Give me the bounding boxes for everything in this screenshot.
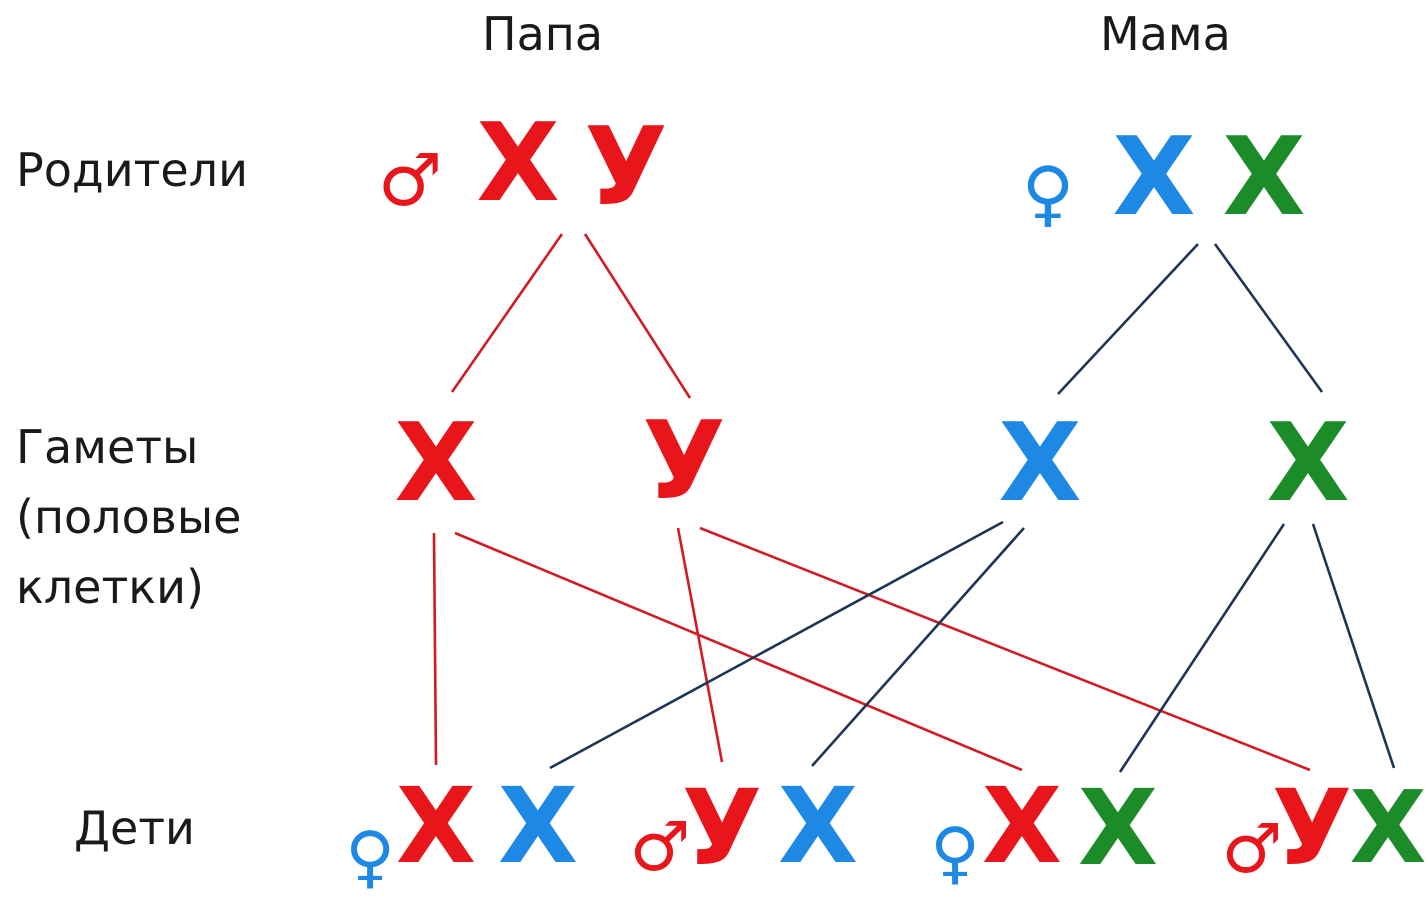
blue-gamete-to-child2-line (811, 527, 1025, 767)
mother-to-green-gamete-line (1213, 243, 1324, 393)
gamete-mother-green-x: X (1266, 401, 1349, 526)
child-3-x-from-mother: X (1078, 767, 1158, 889)
mother-heading: Мама (1100, 7, 1231, 61)
male-symbol-icon: ♂ (1222, 810, 1283, 889)
father-y-chromosome: У (584, 105, 667, 230)
female-symbol-icon: ♀ (1022, 151, 1075, 235)
male-symbol-icon: ♂ (630, 808, 691, 887)
gamete-father-x: X (394, 401, 477, 526)
green-gamete-to-child4-line (1311, 523, 1396, 769)
x-gamete-to-child1-line (432, 532, 438, 766)
male-symbol-icon: ♂ (378, 138, 443, 222)
child-4-x-from-mother: X (1349, 769, 1426, 886)
row-label-children: Дети (74, 801, 195, 855)
x-gamete-to-child3-line (454, 531, 1023, 772)
y-gamete-to-child2-line (676, 527, 724, 763)
mother-to-blue-gamete-line (1057, 243, 1199, 395)
child-3-daughter: ♀ X X (930, 765, 1158, 893)
child-1-x-from-mother: X (498, 765, 578, 887)
row-label-gametes: Гаметы (половые клетки) (16, 420, 242, 614)
father-genotype: ♂ X У (378, 101, 668, 230)
row-label-parents: Родители (16, 143, 248, 197)
green-gamete-to-child3-line (1118, 523, 1286, 773)
female-symbol-icon: ♀ (930, 814, 980, 893)
female-symbol-icon: ♀ (345, 818, 395, 897)
child-3-x-from-father: X (982, 765, 1062, 887)
blue-gamete-to-child1-line (549, 520, 1004, 770)
child-2-son: ♂ У X (630, 765, 859, 889)
child-2-x-from-mother: X (778, 765, 858, 887)
mother-green-x-chromosome: X (1222, 115, 1305, 240)
mother-blue-x-chromosome: X (1112, 115, 1195, 240)
child-2-y-from-father: У (682, 767, 762, 889)
gamete-mother-blue-x: X (998, 401, 1081, 526)
father-to-y-gamete-line (583, 233, 692, 399)
y-gamete-to-child4-line (699, 526, 1311, 772)
gamete-father-y: У (642, 399, 725, 524)
father-to-x-gamete-line (450, 233, 564, 393)
mother-genotype: ♀ X X (1022, 115, 1306, 240)
father-heading: Папа (482, 7, 604, 61)
child-4-y-from-father: У (1272, 767, 1352, 889)
child-4-son: ♂ У X (1222, 767, 1427, 889)
child-1-daughter: ♀ X X (345, 765, 578, 897)
child-1-x-from-father: X (396, 765, 476, 887)
father-x-chromosome: X (476, 101, 559, 226)
